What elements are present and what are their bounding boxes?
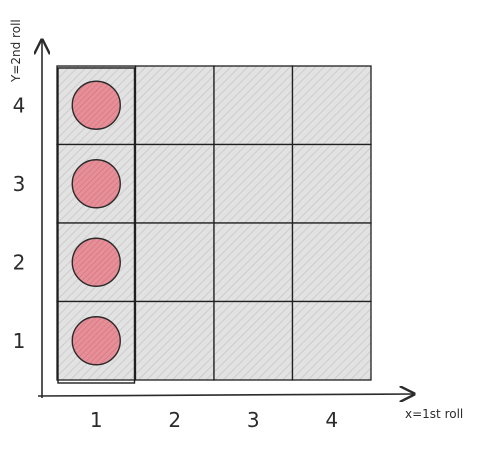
first-column-outline xyxy=(57,67,136,384)
grid-cell xyxy=(291,143,372,224)
x-axis-line xyxy=(37,394,414,396)
grid-cell xyxy=(291,222,372,303)
x-axis-label: x=1st roll xyxy=(405,407,463,421)
y-axis-label: Y=2nd roll xyxy=(9,19,23,83)
y-tick-label: 4 xyxy=(13,93,26,117)
x-tick-label: 1 xyxy=(90,408,103,432)
x-tick-label: 2 xyxy=(168,408,181,432)
ticks: 1 2 3 4 1 2 3 4 xyxy=(13,93,338,432)
grid-cell xyxy=(134,65,215,146)
x-tick-label: 3 xyxy=(247,408,260,432)
y-tick-label: 2 xyxy=(13,250,26,274)
grid-cell xyxy=(291,300,372,381)
grid-cell xyxy=(213,143,294,224)
outcome-marker xyxy=(71,237,121,287)
grid-cell xyxy=(213,65,294,146)
grid xyxy=(56,65,372,384)
grid-cell xyxy=(213,300,294,381)
grid-cell xyxy=(213,222,294,303)
x-tick-label: 4 xyxy=(325,408,338,432)
grid-cell xyxy=(134,143,215,224)
y-tick-label: 3 xyxy=(13,172,26,196)
outcome-marker xyxy=(71,80,121,130)
grid-cell xyxy=(134,222,215,303)
outcome-marker xyxy=(71,316,121,366)
y-tick-label: 1 xyxy=(13,329,26,353)
markers xyxy=(71,80,121,366)
grid-cell xyxy=(134,300,215,381)
outcome-marker xyxy=(71,159,121,209)
grid-cell xyxy=(291,65,372,146)
